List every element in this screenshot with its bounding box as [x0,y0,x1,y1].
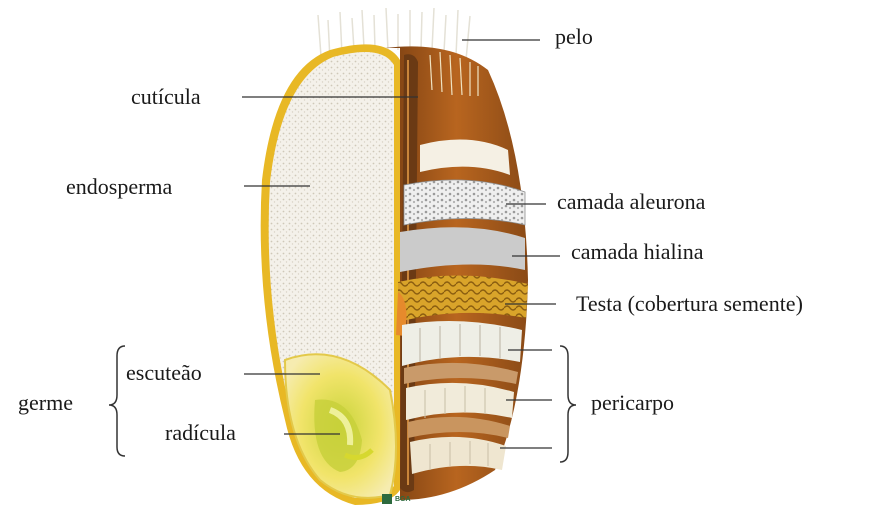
logo-mark [382,494,392,504]
label-camada-hialina: camada hialina [571,241,704,263]
pericarpo-brace [560,346,576,462]
label-pelo: pelo [555,26,593,48]
label-cuticula: cutícula [131,86,201,108]
label-camada-aleurona: camada aleurona [557,191,705,213]
label-germe: germe [18,392,73,414]
label-endosperma: endosperma [66,176,172,198]
logo-text: BGA [395,496,411,503]
germe-brace [109,346,125,456]
label-pericarpo: pericarpo [591,392,674,414]
label-testa: Testa (cobertura semente) [576,293,803,315]
label-escuteao: escuteão [126,362,202,384]
label-radicula: radícula [165,422,236,444]
aleurone-layer [404,180,525,225]
